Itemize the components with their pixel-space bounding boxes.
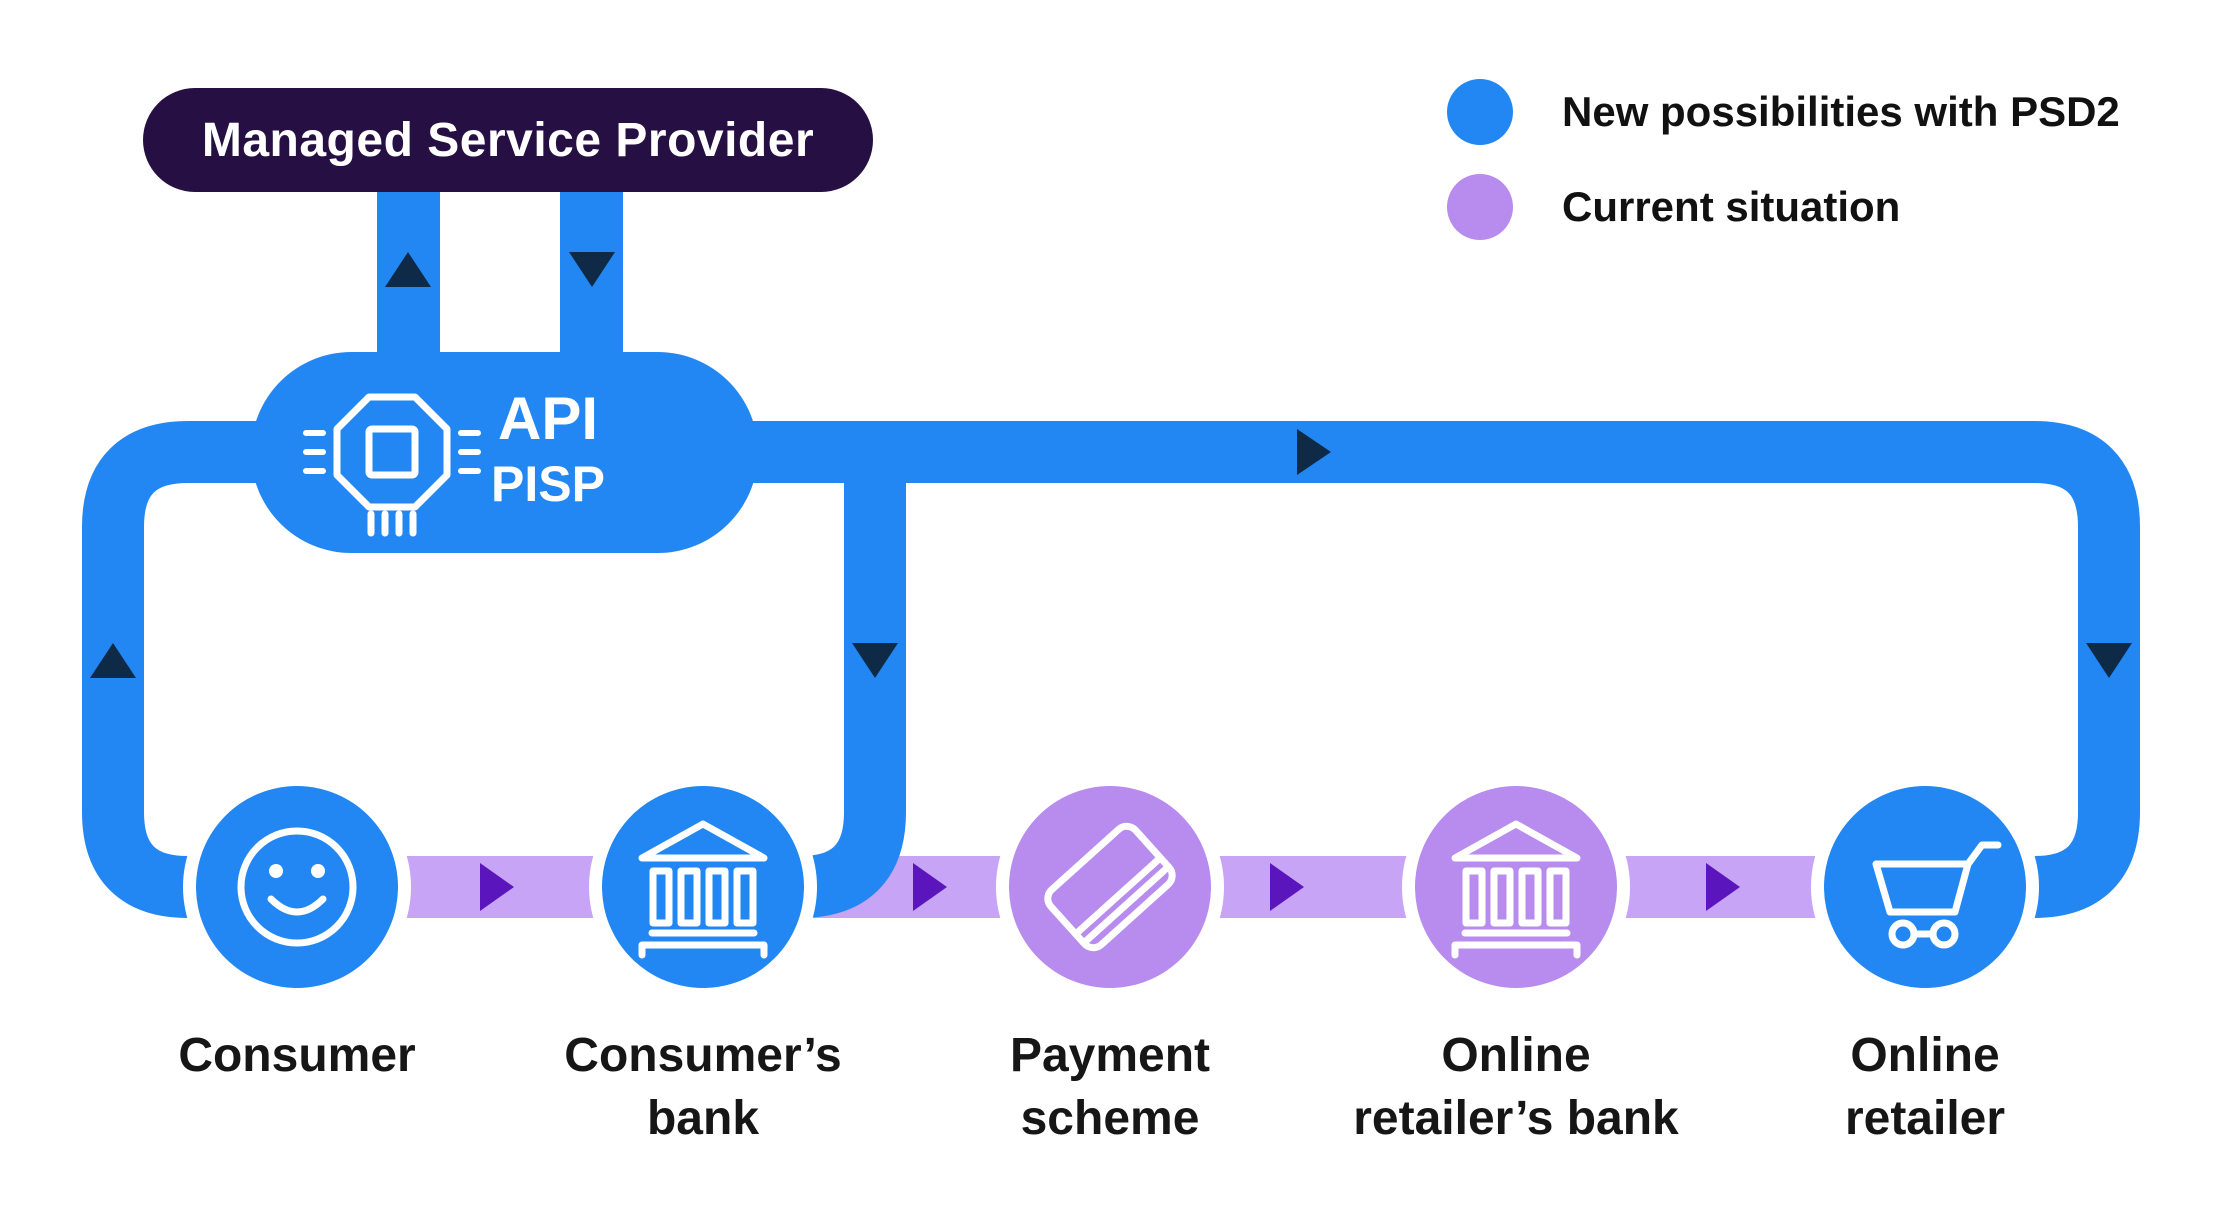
legend-label: New possibilities with PSD2 [1562, 88, 2120, 135]
entity-label-consumer: Consumer [77, 1024, 517, 1087]
api-node-text: API PISP [433, 384, 663, 524]
entity-label-online-retailer: Online retailer [1705, 1024, 2145, 1150]
credit-card-icon [1044, 822, 1176, 952]
chip-icon [303, 393, 481, 537]
arrow-down-icon [2086, 643, 2132, 678]
api-node-subtitle: PISP [491, 456, 605, 512]
arrow-right-icon [913, 863, 947, 911]
arrow-down-icon [569, 252, 615, 287]
api-node [251, 352, 758, 553]
legend-dot-purple-icon [1447, 174, 1513, 240]
entity-label-line: retailer [1844, 1092, 2006, 1145]
arrow-up-icon [385, 252, 431, 287]
legend-label: Current situation [1562, 183, 1901, 230]
entity-circle-payment-scheme [996, 773, 1224, 1001]
arrow-up-icon [90, 643, 136, 678]
arrow-right-icon [1706, 863, 1740, 911]
entity-circle-online-retailer [1811, 773, 2039, 1001]
entity-label-consumers-bank: Consumer’s bank [483, 1024, 923, 1150]
entity-label-line: scheme [1020, 1092, 1200, 1145]
circle-fill [1824, 786, 2026, 988]
entity-circle-retailers-bank [1402, 773, 1630, 1001]
entity-circle-consumers-bank [589, 773, 817, 1001]
legend-dot-blue-icon [1447, 79, 1513, 145]
smiley-face-icon [237, 827, 357, 947]
entity-label-line: retailer’s bank [1353, 1092, 1679, 1145]
legend-item-current: Current situation [1447, 174, 2207, 240]
api-node-title: API [497, 385, 599, 452]
entity-circle-consumer [183, 773, 411, 1001]
arrow-right-icon [480, 863, 514, 911]
psd2-direction-arrows [90, 252, 2132, 678]
legend-item-psd2: New possibilities with PSD2 [1447, 79, 2207, 145]
circle-fill [196, 786, 398, 988]
entity-label-line: Payment [1009, 1029, 1211, 1082]
current-direction-arrows [480, 863, 1740, 911]
arrow-right-icon [1297, 429, 1331, 475]
entity-label-payment-scheme: Payment scheme [890, 1024, 1330, 1150]
shopping-cart-icon [1872, 841, 2002, 949]
entity-label-retailers-bank: Online retailer’s bank [1296, 1024, 1736, 1150]
entity-label-line: Consumer [178, 1029, 416, 1082]
circle-fill [602, 786, 804, 988]
entity-label-line: Consumer’s [564, 1029, 842, 1082]
bank-icon [638, 820, 768, 959]
entity-label-line: bank [646, 1092, 760, 1145]
arrow-right-icon [1270, 863, 1304, 911]
arrow-down-icon [852, 643, 898, 678]
msp-badge: Managed Service Provider [143, 88, 873, 192]
msp-badge-label: Managed Service Provider [201, 113, 815, 167]
entity-label-line: Online [1441, 1029, 1591, 1082]
legend: New possibilities with PSD2 Current situ… [1447, 79, 2207, 240]
bank-icon [1451, 820, 1581, 959]
circle-fill [1009, 786, 1211, 988]
circle-fill [1415, 786, 1617, 988]
entity-label-line: Online [1850, 1029, 2000, 1082]
